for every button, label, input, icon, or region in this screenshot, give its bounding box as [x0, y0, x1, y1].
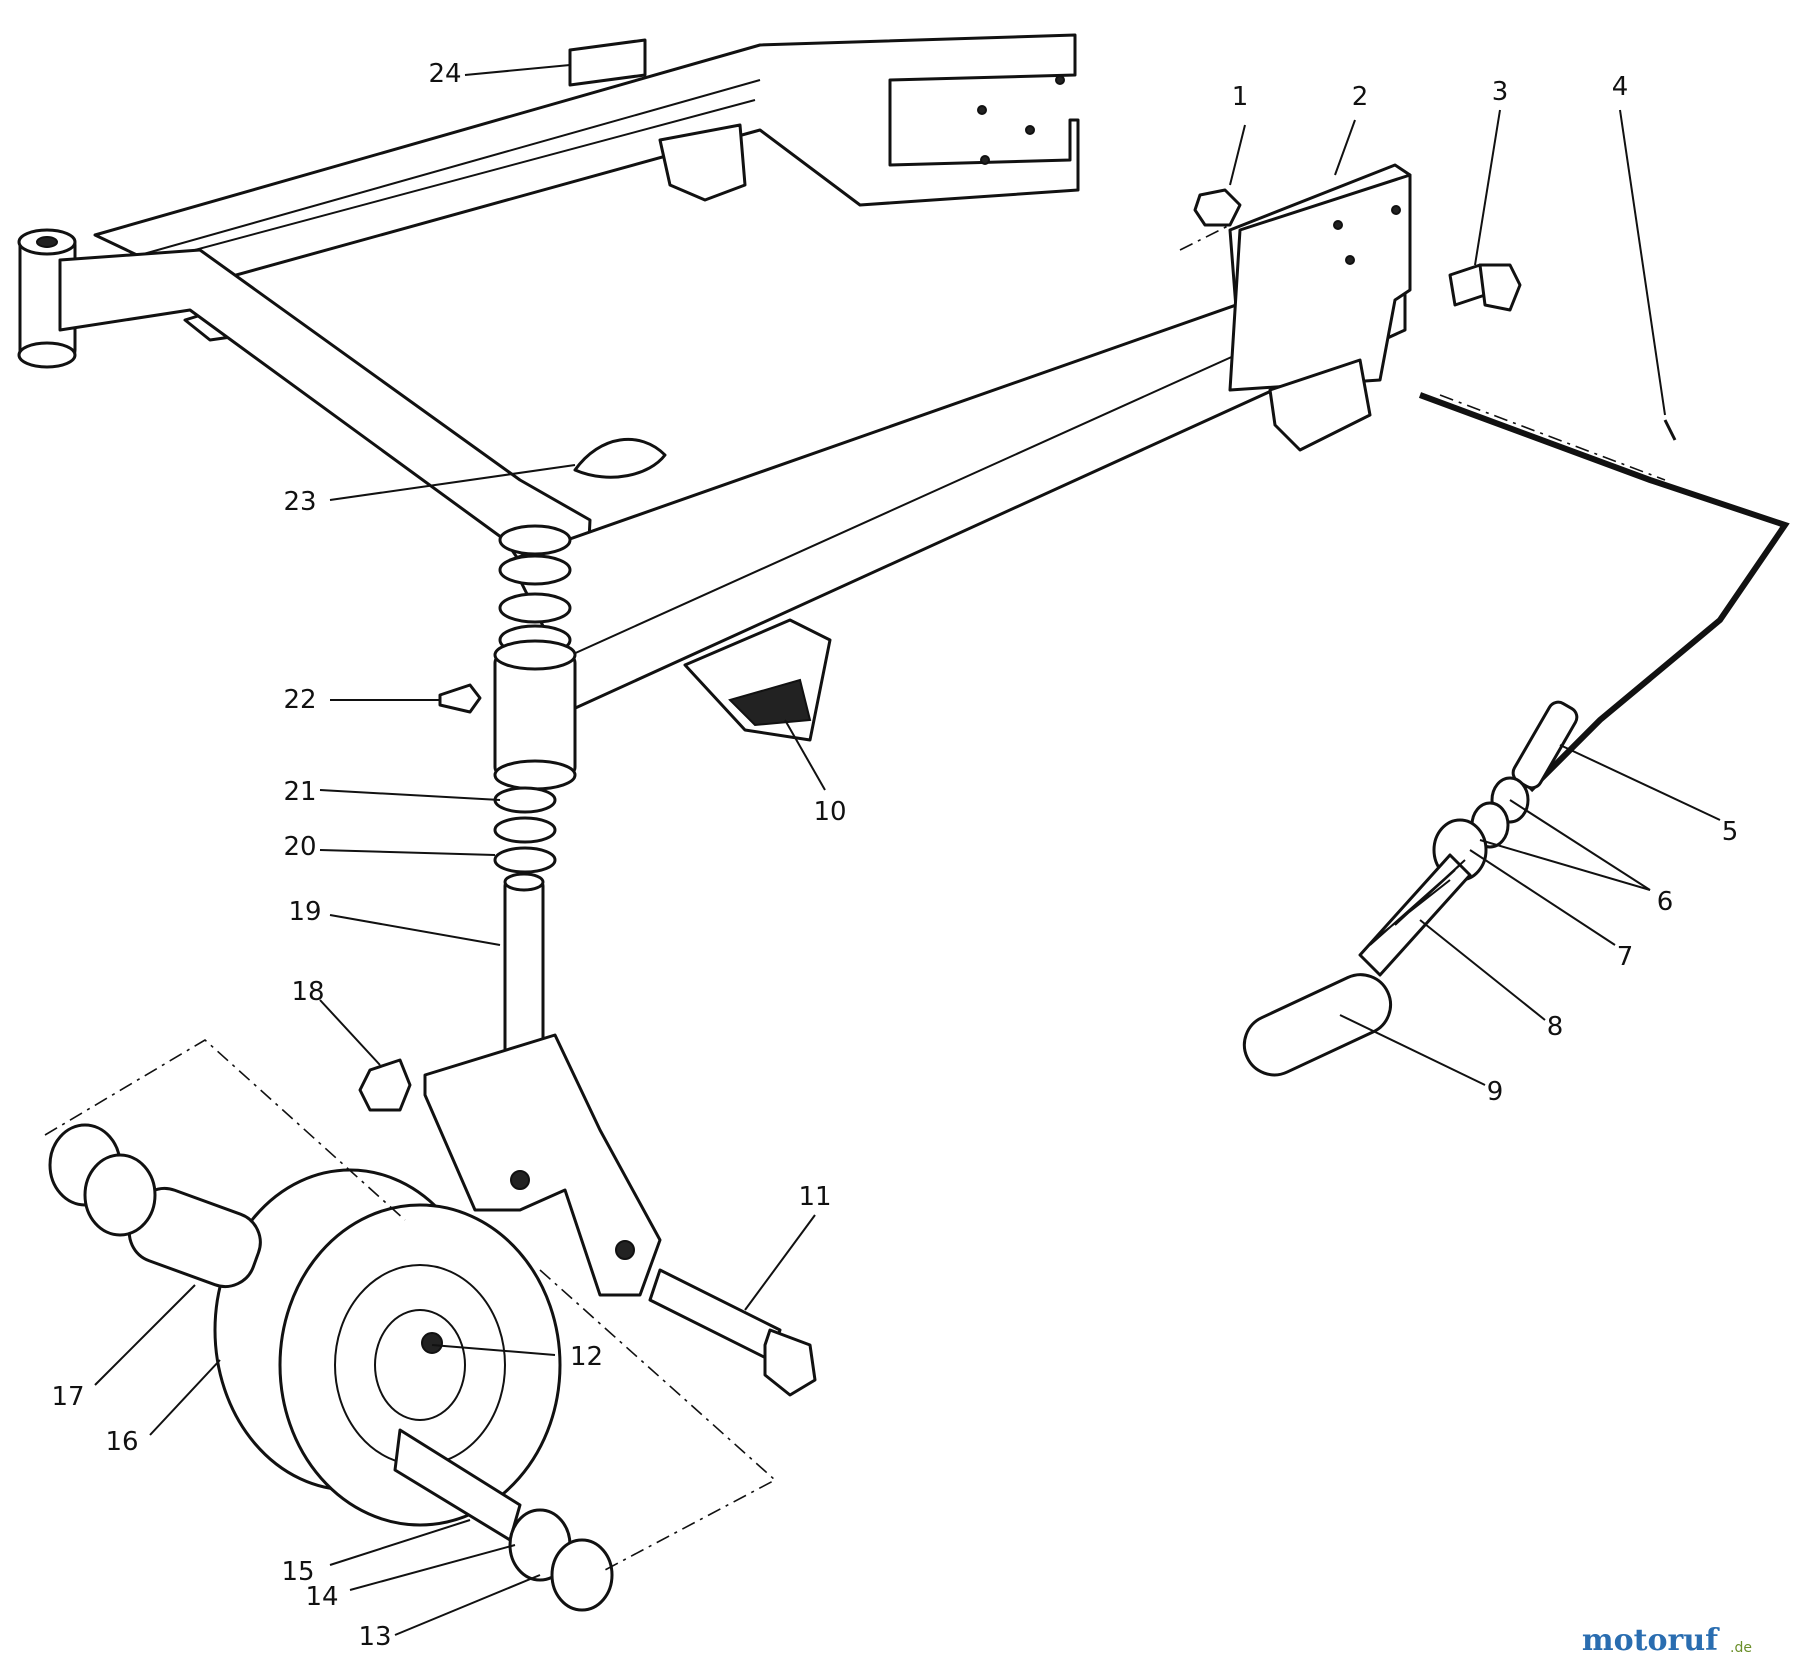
hex-nut [1193, 188, 1242, 227]
callout-22: 22 [283, 685, 316, 715]
callout-20: 20 [283, 832, 316, 862]
right-mount [1268, 358, 1372, 452]
assembly-lines [44, 224, 1666, 1571]
spring [1358, 853, 1472, 977]
leader-lines [94, 64, 1721, 1636]
callout-21: 21 [283, 777, 316, 807]
wheel-spacer [48, 1123, 262, 1288]
callout-10: 10 [813, 797, 846, 827]
rear-frame-rail [93, 33, 1080, 342]
hairpin-clip [573, 438, 667, 479]
callout-17: 17 [51, 1382, 84, 1412]
pedal-bracket [683, 618, 832, 742]
callout-13: 13 [358, 1622, 391, 1652]
lift-rod [1418, 392, 1790, 793]
callout-7: 7 [1617, 942, 1634, 972]
callout-5: 5 [1722, 817, 1739, 847]
callout-8: 8 [1547, 1012, 1564, 1042]
callout-18: 18 [291, 977, 324, 1007]
watermark-suffix: .de [1730, 1640, 1752, 1656]
callout-23: 23 [283, 487, 316, 517]
hex-bolt [1448, 263, 1522, 312]
callouts: 1 2 3 4 5 6 7 8 9 10 11 12 13 14 15 16 1… [51, 59, 1738, 1652]
callout-6: 6 [1657, 887, 1674, 917]
callout-9: 9 [1487, 1077, 1504, 1107]
callout-11: 11 [798, 1182, 831, 1212]
caster-bolt [648, 1268, 817, 1397]
callout-4: 4 [1612, 72, 1629, 102]
caster-wheel [213, 1168, 562, 1542]
watermark-text: motoruf [1582, 1623, 1720, 1658]
sleeve [1242, 973, 1393, 1077]
callout-16: 16 [105, 1427, 138, 1457]
watermark: motoruf .de [1582, 1623, 1752, 1658]
callout-1: 1 [1232, 82, 1249, 112]
caster-fork [423, 1033, 662, 1297]
callout-14: 14 [305, 1582, 338, 1612]
decal [568, 38, 647, 87]
wheel-washers [508, 1508, 614, 1612]
locknut [358, 1058, 412, 1112]
callout-15: 15 [281, 1557, 314, 1587]
mount-bracket [1228, 163, 1412, 392]
callout-24: 24 [428, 59, 461, 89]
callout-2: 2 [1352, 82, 1369, 112]
spindle-stack [493, 524, 577, 1097]
grease-fitting [438, 683, 482, 714]
callout-3: 3 [1492, 77, 1509, 107]
callout-19: 19 [288, 897, 321, 927]
callout-12: 12 [570, 1342, 603, 1372]
